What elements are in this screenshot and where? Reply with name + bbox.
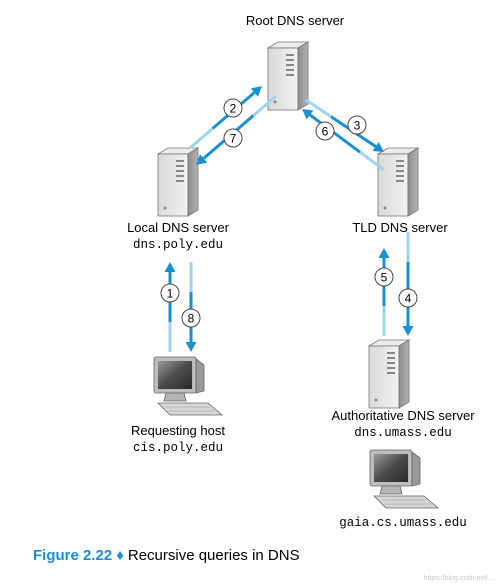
- caption-separator: ♦: [116, 547, 124, 564]
- arrow-7-tail: [252, 94, 277, 117]
- figure-number: Figure 2.22: [33, 547, 113, 564]
- figure-caption: Figure 2.22♦Recursive queries in DNS: [33, 547, 300, 564]
- requesting-host-hostname: cis.poly.edu: [132, 441, 223, 455]
- watermark: https://blog.csdn.net/...: [423, 575, 494, 582]
- local-server-hostname: dns.poly.edu: [132, 238, 223, 252]
- root-server-label: Root DNS server: [245, 13, 345, 28]
- svg-text:4: 4: [405, 292, 412, 306]
- arrow-1-head: [164, 262, 176, 272]
- svg-text:6: 6: [322, 125, 329, 139]
- step-badge-4: 4: [398, 288, 418, 308]
- arrow-3-tail: [305, 98, 332, 118]
- caption-text: Recursive queries in DNS: [127, 547, 300, 564]
- authoritative-server-icon: [368, 339, 410, 409]
- authoritative-server-hostname: dns.umass.edu: [354, 426, 452, 440]
- requesting-host-label: Requesting host: [131, 423, 225, 438]
- svg-text:2: 2: [230, 102, 237, 116]
- target-host-icon: [369, 449, 439, 509]
- svg-text:8: 8: [188, 312, 195, 326]
- svg-text:1: 1: [167, 287, 174, 301]
- step-badge-3: 3: [347, 115, 367, 135]
- svg-text:5: 5: [381, 271, 388, 285]
- svg-text:3: 3: [354, 119, 361, 133]
- step-badge-2: 2: [223, 98, 243, 118]
- local-server-label: Local DNS server: [127, 220, 229, 235]
- step-badge-8: 8: [181, 308, 201, 328]
- target-host-hostname: gaia.cs.umass.edu: [339, 516, 467, 530]
- arrow-6-head: [302, 109, 314, 120]
- step-badge-6: 6: [315, 121, 335, 141]
- step-badge-7: 7: [223, 128, 243, 148]
- local-server-icon: [157, 147, 199, 217]
- step-badge-1: 1: [160, 283, 180, 303]
- arrow-2-head: [250, 86, 262, 97]
- arrow-6-tail: [359, 150, 385, 172]
- step-badge-5: 5: [374, 267, 394, 287]
- arrow-5-head: [378, 248, 390, 258]
- arrow-7-head: [196, 154, 208, 165]
- root-server-icon: [267, 41, 309, 111]
- arrow-2-tail: [189, 127, 214, 150]
- arrow-layer: [164, 86, 414, 352]
- tld-server-icon: [377, 147, 419, 217]
- authoritative-server-label: Authoritative DNS server: [331, 408, 475, 423]
- arrow-6-shaft: [309, 113, 361, 154]
- requesting-host-icon: [153, 356, 223, 416]
- arrow-8-head: [185, 342, 197, 352]
- tld-server-label: TLD DNS server: [352, 220, 448, 235]
- svg-text:7: 7: [230, 132, 237, 146]
- arrow-4-head: [402, 326, 414, 336]
- arrow-3-head: [372, 141, 384, 152]
